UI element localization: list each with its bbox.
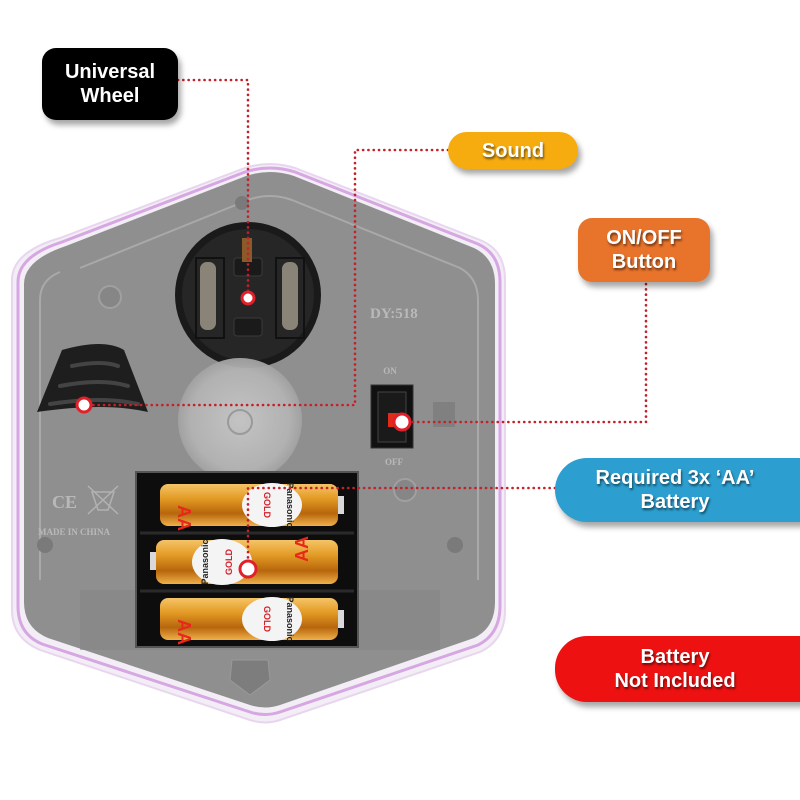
svg-text:Panasonic: Panasonic xyxy=(285,482,295,527)
callout-on-off-button: ON/OFF Button xyxy=(578,218,710,282)
lilac-rim xyxy=(16,166,502,716)
weee-bin-icon xyxy=(87,485,119,515)
callout-battery-not-included: Battery Not Included xyxy=(555,636,800,702)
suction-cup xyxy=(178,358,302,482)
speaker-grille xyxy=(37,344,148,412)
pointer-line-sound xyxy=(84,148,450,407)
svg-text:OFF: OFF xyxy=(385,457,403,467)
svg-text:AA: AA xyxy=(174,505,194,531)
svg-text:Panasonic: Panasonic xyxy=(200,539,210,584)
pointer-line-switch xyxy=(402,282,648,424)
callout-universal-wheel: Universal Wheel xyxy=(42,48,178,120)
pointer-line-battery xyxy=(246,486,557,568)
svg-text:GOLD: GOLD xyxy=(224,549,234,575)
svg-text:GOLD: GOLD xyxy=(262,606,272,632)
marker-switch xyxy=(392,412,412,432)
pointer-line-wheel xyxy=(176,78,250,298)
svg-text:Panasonic: Panasonic xyxy=(285,596,295,641)
marker-wheel xyxy=(240,290,256,306)
made-in-china: MADE IN CHINA xyxy=(38,527,111,537)
model-number: DY:518 xyxy=(370,306,418,322)
callout-sound: Sound xyxy=(448,132,578,169)
battery-1: AA GOLD Panasonic xyxy=(160,482,344,531)
ce-mark: CE xyxy=(52,492,77,512)
svg-text:ON: ON xyxy=(383,366,397,376)
inner-groove xyxy=(79,195,479,580)
marker-battery xyxy=(238,559,258,579)
battery-3: AA GOLD Panasonic xyxy=(160,596,344,645)
svg-text:GOLD: GOLD xyxy=(262,492,272,518)
svg-text:AA: AA xyxy=(174,619,194,645)
marker-sound xyxy=(75,396,93,414)
callout-battery-required: Required 3x ‘AA’ Battery xyxy=(555,458,800,522)
svg-text:AA: AA xyxy=(292,536,312,562)
